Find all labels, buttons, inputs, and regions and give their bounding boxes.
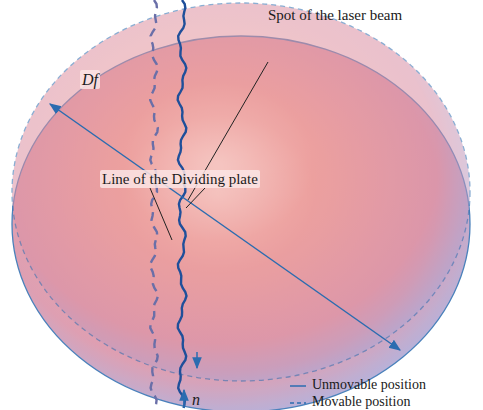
diameter-arrow bbox=[50, 104, 400, 350]
dimension-label: Df bbox=[80, 70, 100, 89]
callout-label: Line of the Dividing plate bbox=[100, 170, 260, 188]
movable-spot bbox=[12, 3, 470, 381]
normal-label: n bbox=[192, 390, 200, 409]
legend-entry: Movable position bbox=[312, 394, 410, 410]
unmovable-dividing-line bbox=[178, 0, 187, 408]
leader-line bbox=[186, 188, 205, 208]
legend-dashed-sample bbox=[290, 402, 306, 404]
normal-arrow bbox=[183, 390, 185, 408]
legend-solid-sample bbox=[290, 385, 306, 387]
leader-line bbox=[150, 188, 172, 240]
legend-entry: Unmovable position bbox=[312, 377, 426, 394]
shift-arrow bbox=[196, 352, 198, 368]
callout-label: Spot of the laser beam bbox=[268, 6, 418, 24]
